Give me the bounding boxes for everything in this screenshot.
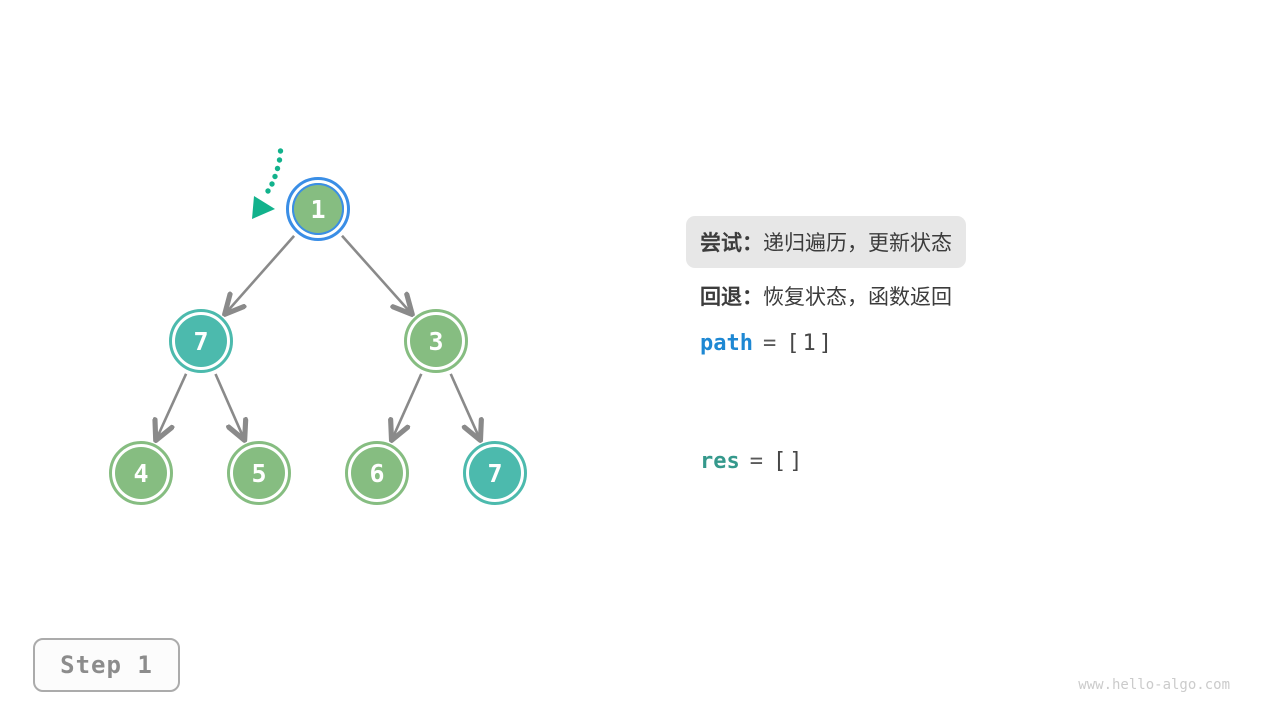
res-variable-line: res = [] [700,449,806,474]
res-variable-name: res [700,449,740,474]
tree-node-7-leaf: 7 [463,441,527,505]
tree-node-5: 5 [227,441,291,505]
tree-node-value: 1 [292,183,344,235]
edge-3-6 [393,373,423,438]
tree-node-value: 3 [410,315,462,367]
tree-node-value: 4 [115,447,167,499]
backtrack-annotation: 回退：恢复状态，函数返回 [700,281,952,311]
path-variable-name: path [700,331,753,356]
edge-1-7 [226,235,296,313]
tree-node-7-left: 7 [169,309,233,373]
path-variable-line: path = [1] [700,331,835,356]
path-equals-sign: = [762,331,777,356]
path-variable-value: [1] [786,331,835,356]
res-variable-value: [] [773,449,806,474]
edge-3-7 [449,373,480,438]
watermark: www.hello-algo.com [1078,677,1230,693]
edge-7-4 [157,373,188,439]
edge-1-3 [341,234,411,313]
tree-node-value: 7 [175,315,227,367]
try-label: 尝试： [700,232,763,255]
tree-node-value: 6 [351,447,403,499]
backtrack-label: 回退： [700,286,763,309]
try-text: 递归遍历，更新状态 [763,232,952,255]
tree-node-4: 4 [109,441,173,505]
step-badge-label: Step 1 [60,651,153,679]
res-equals-sign: = [749,449,763,474]
tree-node-3: 3 [404,309,468,373]
step-badge: Step 1 [33,638,180,692]
tree-node-value: 5 [233,447,285,499]
current-pointer-arrow-icon [252,148,284,219]
try-annotation: 尝试：递归遍历，更新状态 [686,216,966,268]
tree-node-6: 6 [345,441,409,505]
tree-node-1-root: 1 [286,177,350,241]
edge-7-5 [214,373,244,438]
backtrack-text: 恢复状态，函数返回 [763,286,952,309]
tree-edges [157,234,480,439]
tree-node-value: 7 [469,447,521,499]
